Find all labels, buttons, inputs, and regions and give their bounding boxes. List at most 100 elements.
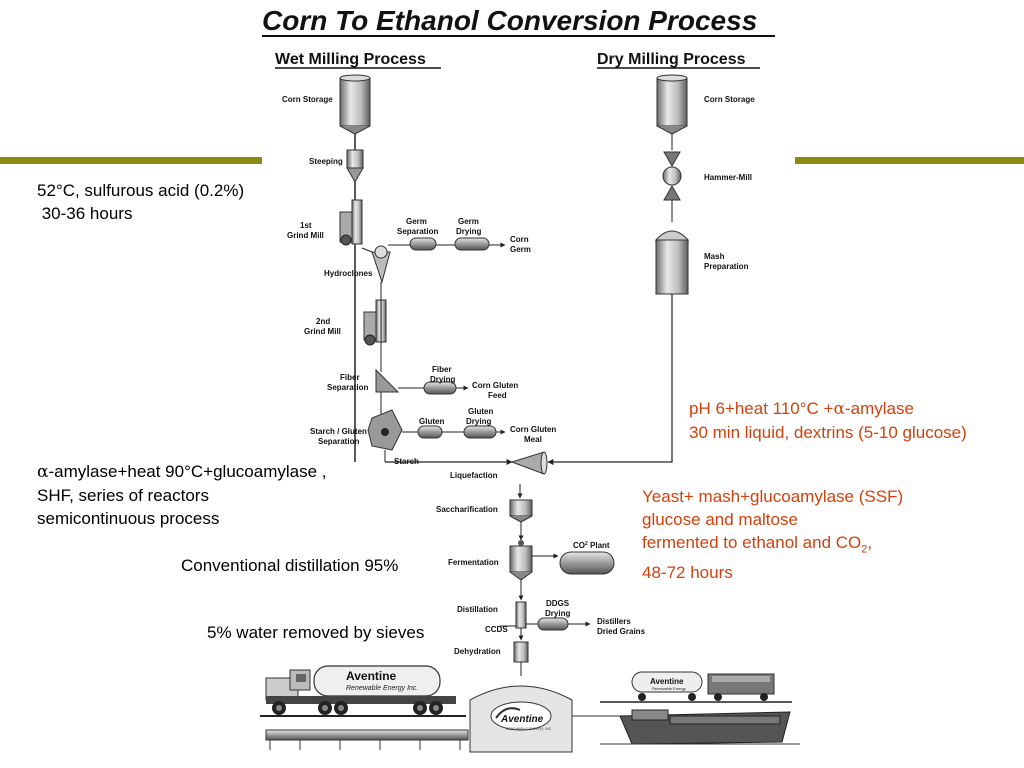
ddgs-drying-label-b: Drying xyxy=(545,609,570,618)
wet-corn-storage-label: Corn Storage xyxy=(282,95,333,104)
co2-plant-label: CO2 Plant xyxy=(573,541,610,550)
ssf-note-line2: glucose and maltose xyxy=(642,510,798,529)
grind-mill-1-label-b: Grind Mill xyxy=(287,231,324,240)
ssf-note-line3: fermented to ethanol and CO2, xyxy=(642,531,903,561)
slide-title: Corn To Ethanol Conversion Process xyxy=(262,5,757,36)
corn-gluten-meal-label-a: Corn Gluten xyxy=(510,425,556,434)
distillation-column xyxy=(515,601,527,629)
steeping-label: Steeping xyxy=(309,157,343,166)
germ-drying-label-b: Drying xyxy=(456,227,481,236)
liquefaction-note: α-amylase+heat 90°C+glucoamylase , SHF, … xyxy=(37,460,327,530)
hammer-mill-label: Hammer-Mill xyxy=(704,173,752,182)
corn-germ-label-a: Corn xyxy=(510,235,529,244)
gluten-drying-unit xyxy=(463,425,497,439)
storage-tank-brand: Aventine xyxy=(500,714,544,725)
ssf-note-line4: 48-72 hours xyxy=(642,563,733,583)
dry-note-alpha-symbol: α xyxy=(833,399,845,419)
mash-preparation-tank xyxy=(654,230,690,295)
gluten-drying-label-b: Drying xyxy=(466,417,491,426)
ddgs-drying-unit xyxy=(537,617,569,631)
ccds-label: CCDS xyxy=(485,625,508,634)
hydroclones-unit xyxy=(371,245,391,284)
liquefaction-note-line1-text: -amylase+heat 90°C+glucoamylase , xyxy=(48,462,327,481)
dry-note-line1-rest: -amylase xyxy=(844,399,914,418)
dry-liquefaction-note: pH 6+heat 110°C +α-amylase 30 min liquid… xyxy=(689,397,967,444)
dry-corn-storage-label: Corn Storage xyxy=(704,95,755,104)
ddgs-drying-label-a: DDGS xyxy=(546,599,570,608)
storage-tank-dome xyxy=(469,685,573,753)
gluten-label: Gluten xyxy=(419,417,444,426)
truck-brand: Aventine xyxy=(346,669,397,683)
grind-mill-1 xyxy=(339,199,363,246)
distillation-label: Distillation xyxy=(457,605,498,614)
co2-plant-tank xyxy=(559,551,615,575)
fiber-separation-label-b: Separation xyxy=(327,383,368,392)
ssf-note: Yeast+ mash+glucoamylase (SSF) glucose a… xyxy=(642,485,903,584)
corn-gluten-meal-label-b: Meal xyxy=(524,435,542,444)
liquefaction-label: Liquefaction xyxy=(450,471,498,480)
rail-brand: Aventine xyxy=(650,677,684,686)
ssf-note-co2-subscript: 2 xyxy=(861,543,868,556)
pipeline xyxy=(265,729,469,750)
fermentation-label: Fermentation xyxy=(448,558,499,567)
hammer-mill-unit xyxy=(662,151,682,201)
ssf-note-line3-comma: , xyxy=(867,533,873,552)
steeping-note: 52°C, sulfurous acid (0.2%) 30-36 hours xyxy=(37,179,244,225)
fiber-drying-label-b: Drying xyxy=(430,375,455,384)
rail-sub: Renewable Energy xyxy=(652,686,686,691)
germ-drying-label-a: Germ xyxy=(458,217,479,226)
fiber-drying-unit xyxy=(423,381,457,395)
steeping-note-line2: 30-36 hours xyxy=(37,204,133,223)
germ-drying-unit xyxy=(454,237,490,251)
gluten-drying-label-a: Gluten xyxy=(468,407,493,416)
wet-corn-storage-tank xyxy=(339,74,371,135)
distillers-grains-label-b: Dried Grains xyxy=(597,627,646,636)
steeping-note-line1: 52°C, sulfurous acid (0.2%) xyxy=(37,181,245,200)
liquefaction-unit xyxy=(510,451,548,475)
corn-germ-label-b: Germ xyxy=(510,245,531,254)
dehydration-label: Dehydration xyxy=(454,647,501,656)
gluten-unit xyxy=(417,425,443,439)
dry-note-line1-prefix: pH 6+heat 110°C + xyxy=(689,399,834,418)
grind-mill-2-label-b: Grind Mill xyxy=(304,327,341,336)
right-accent-bar xyxy=(795,157,1024,164)
starch-gluten-separator xyxy=(367,409,403,451)
liquefaction-note-line2: SHF, series of reactors xyxy=(37,486,209,505)
ssf-note-line1: Yeast+ mash+glucoamylase (SSF) xyxy=(642,487,904,506)
alpha-symbol: α xyxy=(37,462,49,482)
ssf-note-line3-text: fermented to ethanol and CO xyxy=(642,533,862,552)
mash-preparation-label-a: Mash xyxy=(704,252,725,261)
steeping-tank xyxy=(346,149,364,184)
dry-liquefaction-note-line1: pH 6+heat 110°C +α-amylase xyxy=(689,397,967,421)
dry-to-liquefaction-line xyxy=(547,294,673,465)
sieves-note: 5% water removed by sieves xyxy=(207,623,425,642)
liquefaction-note-line1: α-amylase+heat 90°C+glucoamylase , xyxy=(37,460,327,484)
dry-milling-heading: Dry Milling Process xyxy=(597,51,746,68)
left-accent-bar xyxy=(0,157,262,164)
germ-separation-label-b: Separation xyxy=(397,227,438,236)
rail-tank-car xyxy=(600,671,792,703)
dry-corn-storage-tank xyxy=(656,74,688,135)
corn-gluten-feed-label-a: Corn Gluten xyxy=(472,381,518,390)
storage-tank-sub: RENEWABLE ENERGY, INC. xyxy=(506,727,552,731)
germ-separation-unit xyxy=(409,237,437,251)
barge xyxy=(600,709,800,745)
distillation-note: Conventional distillation 95% xyxy=(181,556,399,575)
wet-milling-heading: Wet Milling Process xyxy=(275,51,426,68)
hydroclones-label: Hydroclones xyxy=(324,269,373,278)
germ-separation-label-a: Germ xyxy=(406,217,427,226)
fiber-separation-unit xyxy=(375,368,400,393)
grind-mill-2-label-a: 2nd xyxy=(316,317,330,326)
fiber-drying-label-a: Fiber xyxy=(432,365,452,374)
starch-gluten-label-a: Starch / Gluten xyxy=(310,427,367,436)
tanker-truck xyxy=(260,665,466,717)
hydroclone-to-line xyxy=(361,247,373,253)
grind-mill-2 xyxy=(363,299,387,346)
distillers-grains-label-a: Distillers xyxy=(597,617,631,626)
saccharification-tank xyxy=(509,499,533,523)
grind-mill-1-label-a: 1st xyxy=(300,221,312,230)
dehydration-unit xyxy=(513,641,529,663)
fiber-separation-label-a: Fiber xyxy=(340,373,360,382)
